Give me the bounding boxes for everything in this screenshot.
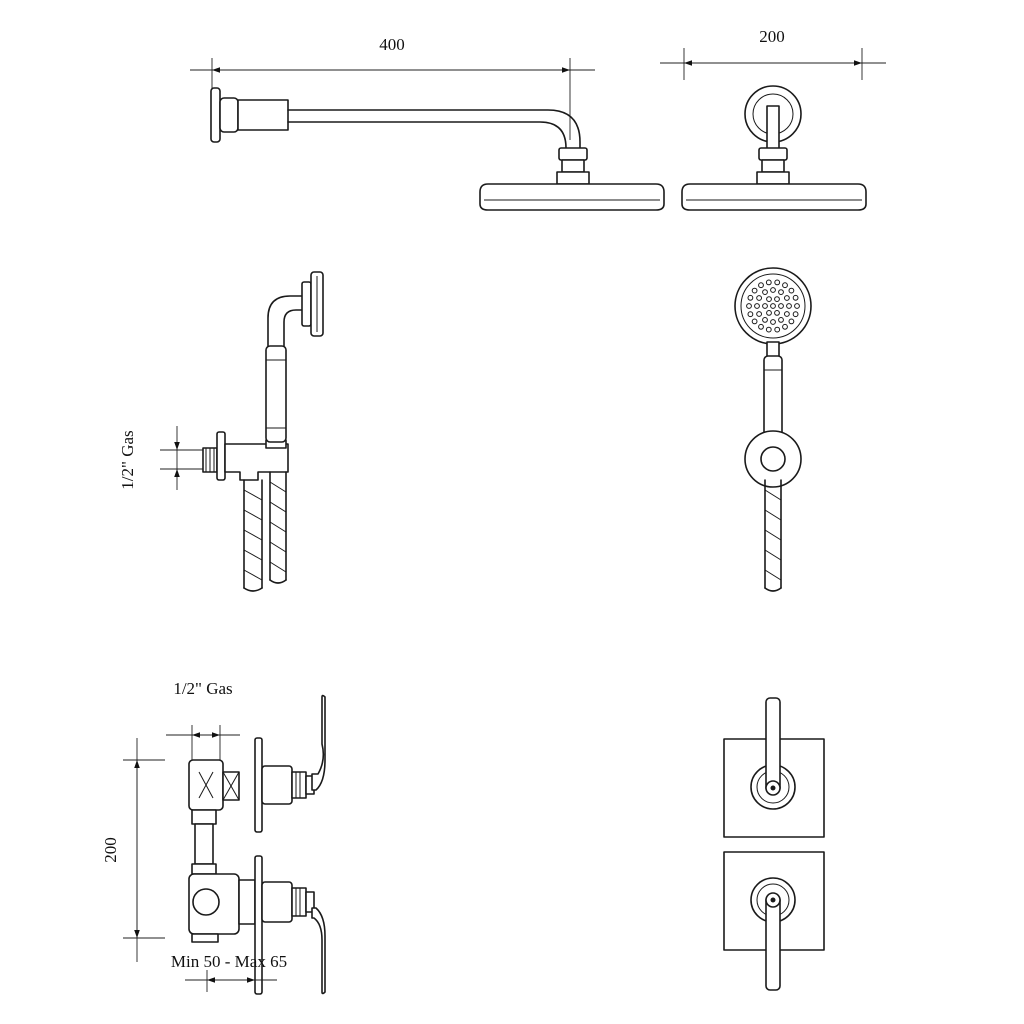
spray-nozzle: [751, 318, 758, 325]
outlet-flange: [216, 431, 226, 481]
wall-flange: [210, 87, 221, 143]
arm-nut: [556, 171, 590, 185]
spray-nozzles: [746, 279, 800, 333]
spray-nozzle: [762, 303, 768, 309]
upper-lever-side: [311, 694, 326, 791]
spray-nozzle: [784, 295, 790, 301]
spray-nozzle: [751, 287, 758, 294]
arm-drop-front: [766, 105, 780, 151]
head-collar: [301, 281, 312, 327]
lower-cartridge-cap: [291, 887, 307, 917]
spray-nozzle: [794, 303, 800, 309]
lower-wall-plate: [254, 855, 263, 995]
arm-pipe-bottom: [287, 121, 567, 149]
dim-label-valve-inlet: 1/2" Gas: [173, 679, 232, 698]
upper-lever-front: [765, 697, 781, 793]
spray-nozzle: [747, 311, 754, 318]
neck-outer: [267, 295, 305, 347]
spray-nozzle: [756, 295, 762, 301]
spray-nozzle: [788, 318, 795, 325]
spray-nozzle: [774, 279, 781, 286]
lower-valve-port: [238, 879, 256, 925]
arm-swivel-front: [761, 159, 785, 173]
arm-swivel: [561, 159, 585, 173]
spray-nozzle: [747, 294, 754, 301]
spray-nozzle: [782, 282, 788, 289]
hose-right-wrap: [269, 481, 287, 573]
holder-ring-front: [760, 446, 786, 472]
spray-nozzle: [762, 289, 768, 296]
lower-valve-outlet: [192, 888, 220, 916]
lower-spindle: [305, 891, 315, 913]
spray-nozzle: [792, 294, 799, 301]
wall-nut: [219, 97, 239, 133]
hand-shower-front-view: [734, 267, 812, 592]
spray-nozzle: [788, 287, 795, 294]
shower-head-front: [681, 183, 867, 211]
holder-body: [224, 443, 289, 481]
lower-cartridge: [261, 881, 293, 923]
arm-sleeve: [237, 99, 289, 131]
shower-arm-front-view: 200: [660, 27, 886, 211]
upper-cartridge-cap: [291, 771, 307, 799]
spray-nozzle: [756, 311, 762, 317]
spray-nozzle: [774, 326, 781, 333]
spray-nozzle: [770, 303, 776, 309]
riser-pipe: [194, 823, 214, 865]
hand-shower-face-inner: [740, 273, 806, 339]
arm-nut-front: [756, 171, 790, 185]
shower-arm-side-view: 400: [190, 35, 665, 211]
dim-label-head-width: 200: [759, 27, 785, 46]
lower-lever-front: [765, 895, 781, 991]
arm-connector-front: [758, 147, 788, 161]
arm-pipe-top: [287, 109, 581, 149]
spray-nozzle: [782, 323, 788, 330]
arm-connector: [558, 147, 588, 161]
spray-nozzle: [784, 311, 790, 317]
spray-nozzle: [778, 303, 784, 309]
spray-nozzle: [762, 317, 768, 323]
hose-left-wrap: [243, 489, 263, 581]
hand-shower-side-view: 1/2" Gas: [118, 271, 324, 592]
shower-head-side: [479, 183, 665, 211]
spray-nozzle: [765, 279, 772, 286]
spray-nozzle: [766, 296, 772, 303]
spray-nozzle: [754, 303, 760, 309]
lower-valve-cap: [191, 933, 219, 943]
front-hose-wrap: [764, 489, 782, 581]
spray-nozzle: [770, 319, 776, 325]
dim-label-wall-outlet: 1/2" Gas: [118, 430, 137, 489]
hand-shower-handle: [265, 345, 287, 443]
upper-wall-plate: [254, 737, 263, 833]
spray-nozzle: [774, 310, 780, 316]
spray-nozzle: [792, 311, 799, 318]
neck-inner: [283, 309, 305, 347]
spray-nozzle: [774, 296, 780, 303]
dim-label-valve-spacing: 200: [101, 837, 120, 863]
valve-front-view: [723, 697, 825, 991]
dim-label-arm-length: 400: [379, 35, 405, 54]
spray-nozzle: [758, 282, 764, 289]
spray-nozzle: [778, 317, 784, 323]
riser-nut-top: [191, 809, 217, 825]
spray-nozzle: [765, 326, 772, 333]
dim-label-wall-depth: Min 50 - Max 65: [171, 952, 287, 971]
spray-nozzle: [786, 303, 792, 309]
spray-nozzle: [766, 310, 772, 316]
valve-side-view: 1/2" Gas 200: [101, 679, 326, 995]
spray-nozzle: [746, 303, 752, 309]
spray-nozzle: [778, 289, 784, 296]
riser-nut-bottom: [191, 863, 217, 875]
spray-nozzle: [758, 323, 764, 330]
spray-nozzle: [770, 287, 776, 293]
lower-lever-side: [311, 907, 326, 995]
upper-cartridge: [261, 765, 293, 805]
